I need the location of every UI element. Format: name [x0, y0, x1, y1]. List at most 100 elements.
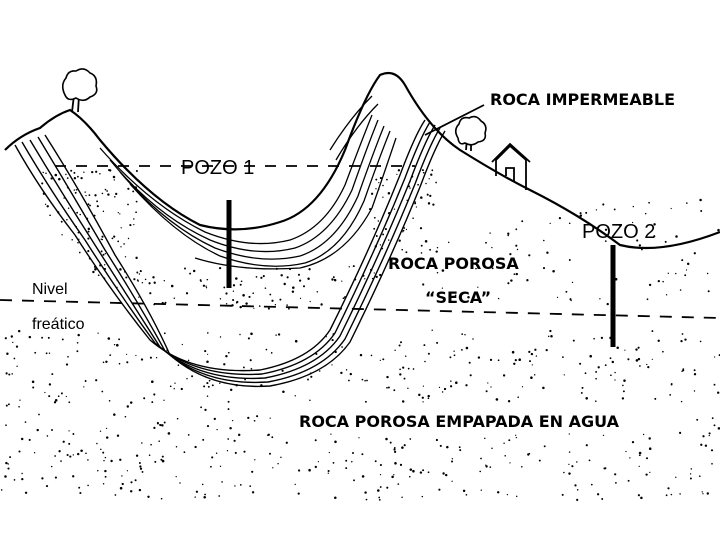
- texture-dot: [79, 213, 81, 216]
- texture-dot: [105, 427, 108, 430]
- texture-dot: [640, 496, 643, 500]
- texture-dot: [468, 361, 471, 364]
- texture-dot: [399, 368, 401, 371]
- texture-dot: [294, 483, 296, 486]
- texture-dot: [125, 353, 128, 355]
- texture-dot: [127, 203, 129, 206]
- texture-dot: [10, 335, 13, 338]
- texture-dot: [402, 366, 405, 369]
- texture-dot: [121, 475, 123, 477]
- texture-dot: [73, 189, 76, 191]
- texture-dot: [393, 447, 396, 449]
- texture-dot: [576, 461, 578, 463]
- texture-dot: [48, 395, 51, 398]
- texture-dot: [221, 481, 223, 483]
- texture-dot: [138, 488, 142, 492]
- texture-dot: [135, 454, 139, 457]
- texture-dot: [378, 496, 381, 499]
- texture-dot: [664, 240, 667, 243]
- texture-dot: [153, 426, 156, 430]
- texture-dot: [160, 497, 163, 500]
- texture-dot: [600, 336, 604, 340]
- texture-dot: [549, 329, 552, 333]
- texture-dot: [105, 360, 108, 364]
- texture-dot: [352, 452, 354, 454]
- texture-dot: [631, 221, 634, 224]
- texture-dot: [265, 348, 268, 351]
- texture-dot: [378, 181, 380, 184]
- texture-dot: [565, 290, 568, 293]
- texture-dot: [604, 240, 607, 242]
- texture-dot: [192, 269, 196, 273]
- pozo-1-label: POZO 1: [181, 157, 255, 179]
- texture-dot: [139, 467, 143, 470]
- texture-dot: [288, 307, 290, 310]
- texture-dot: [708, 432, 711, 435]
- texture-dot: [479, 470, 482, 473]
- texture-dot: [447, 241, 450, 244]
- texture-dot: [60, 220, 63, 223]
- texture-dot: [114, 494, 117, 496]
- texture-dot: [451, 480, 453, 482]
- texture-dot: [161, 459, 165, 463]
- texture-dot: [373, 216, 376, 219]
- texture-dot: [270, 352, 273, 354]
- texture-dot: [129, 401, 133, 404]
- texture-dot: [44, 391, 46, 394]
- texture-dot: [375, 235, 378, 237]
- texture-dot: [713, 424, 716, 427]
- texture-dot: [297, 273, 301, 276]
- texture-dot: [191, 375, 194, 378]
- texture-dot: [675, 272, 677, 275]
- texture-dot: [334, 496, 337, 499]
- texture-dot: [309, 300, 311, 303]
- texture-dot: [405, 251, 408, 254]
- texture-dot: [180, 387, 183, 391]
- texture-dot: [249, 485, 252, 487]
- texture-dot: [256, 415, 259, 418]
- texture-dot: [370, 192, 374, 195]
- texture-dot: [665, 494, 668, 497]
- texture-dot: [283, 282, 286, 286]
- texture-dot: [110, 459, 113, 463]
- texture-dot: [435, 438, 438, 442]
- texture-dot: [61, 234, 63, 236]
- texture-dot: [151, 380, 154, 383]
- texture-dot: [135, 354, 137, 357]
- texture-dot: [75, 188, 78, 191]
- texture-dot: [232, 298, 235, 302]
- texture-dot: [271, 436, 274, 439]
- texture-dot: [394, 462, 397, 465]
- texture-dot: [254, 459, 256, 461]
- texture-dot: [401, 496, 403, 499]
- texture-dot: [543, 445, 546, 448]
- texture-dot: [528, 254, 531, 257]
- texture-dot: [204, 408, 207, 412]
- texture-dot: [106, 190, 108, 192]
- impermeable-pointer: [424, 104, 485, 136]
- texture-dot: [419, 227, 423, 230]
- texture-dot: [503, 442, 505, 444]
- texture-dot: [436, 272, 439, 274]
- texture-dot: [63, 197, 65, 199]
- texture-dot: [163, 332, 166, 335]
- texture-dot: [613, 208, 616, 211]
- texture-dot: [232, 290, 235, 292]
- texture-dot: [102, 253, 105, 256]
- texture-dot: [105, 436, 109, 439]
- texture-dot: [149, 292, 152, 295]
- texture-dot: [401, 446, 404, 449]
- texture-dot: [407, 367, 410, 370]
- texture-dot: [401, 248, 404, 251]
- texture-dot: [239, 333, 241, 336]
- texture-dot: [342, 297, 345, 300]
- texture-dot: [682, 368, 685, 371]
- texture-dot: [229, 426, 232, 430]
- texture-dot: [455, 381, 458, 384]
- texture-dot: [0, 489, 3, 491]
- texture-dot: [18, 406, 20, 408]
- texture-dot: [327, 469, 330, 473]
- texture-dot: [680, 339, 683, 343]
- texture-dot: [602, 203, 605, 206]
- texture-dot: [444, 473, 448, 477]
